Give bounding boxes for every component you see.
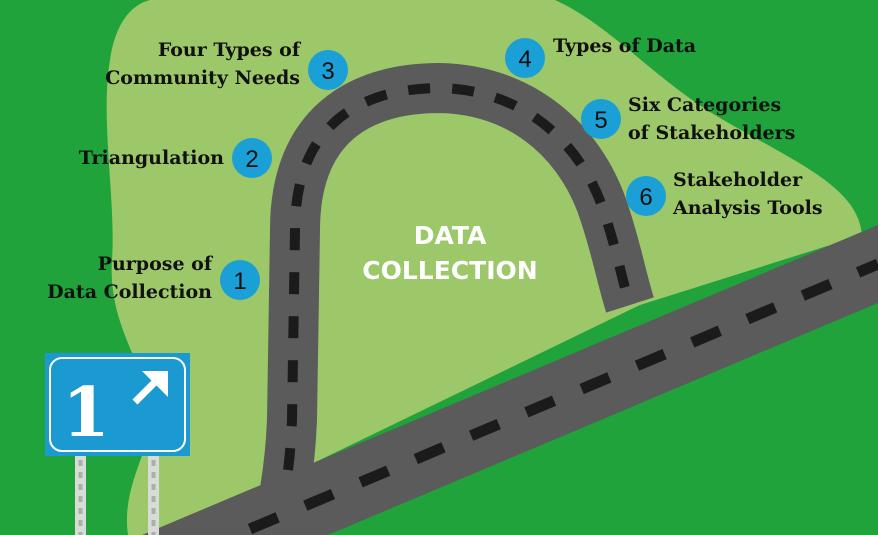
- step-2[interactable]: Triangulation 2: [79, 138, 272, 178]
- main-road: [142, 225, 878, 535]
- step-label: Six Categories: [628, 94, 781, 116]
- sign-number: 1: [62, 373, 109, 453]
- center-title-line-2: COLLECTION: [362, 256, 537, 285]
- step-label: of Stakeholders: [628, 122, 795, 144]
- step-number: 3: [321, 58, 334, 85]
- step-number: 4: [518, 46, 531, 73]
- sign-border: [49, 357, 186, 452]
- arrow-up-right-icon: [132, 371, 168, 405]
- loop-road: [260, 62, 654, 494]
- step-label: Community Needs: [105, 67, 300, 89]
- center-title-line-1: DATA: [414, 221, 487, 250]
- sign-post: [148, 455, 159, 535]
- step-badge: [626, 176, 666, 216]
- step-6[interactable]: 6 Stakeholder Analysis Tools: [626, 169, 823, 219]
- step-number: 5: [594, 107, 607, 134]
- step-label: Four Types of: [158, 39, 302, 61]
- step-label: Triangulation: [79, 147, 224, 169]
- step-number: 2: [245, 146, 258, 173]
- step-badge: [505, 38, 545, 78]
- road-sign: 1: [45, 353, 190, 535]
- step-1[interactable]: Purpose of Data Collection 1: [47, 253, 260, 303]
- step-badge: [220, 260, 260, 300]
- step-label: Analysis Tools: [672, 197, 823, 219]
- step-badge: [232, 138, 272, 178]
- step-3[interactable]: Four Types of Community Needs 3: [105, 39, 348, 90]
- step-label: Types of Data: [553, 35, 696, 57]
- step-4[interactable]: 4 Types of Data: [505, 35, 696, 78]
- step-badge: [308, 50, 348, 90]
- sign-post: [75, 455, 86, 535]
- step-number: 1: [233, 268, 246, 295]
- step-badge: [581, 99, 621, 139]
- step-number: 6: [639, 184, 652, 211]
- step-label: Data Collection: [47, 281, 212, 303]
- sign-board: [45, 353, 190, 456]
- step-label: Purpose of: [98, 253, 214, 275]
- step-5[interactable]: 5 Six Categories of Stakeholders: [581, 94, 795, 144]
- step-label: Stakeholder: [673, 169, 803, 191]
